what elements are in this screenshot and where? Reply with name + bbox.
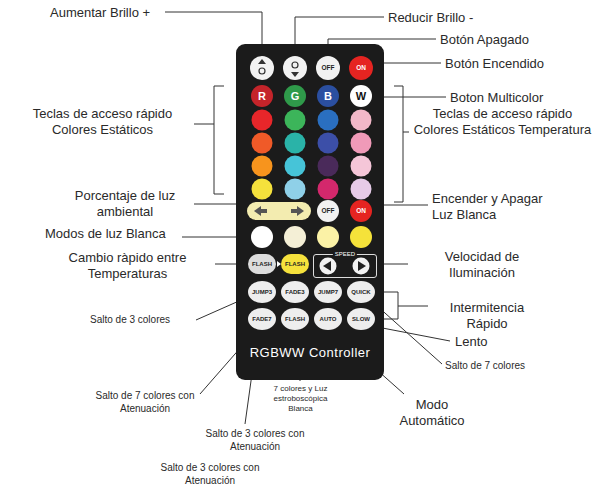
green-button: G	[284, 85, 306, 107]
fade-button: FADE3	[281, 281, 309, 303]
callout-label: Teclas de acceso rápido Colores Estático…	[410, 106, 595, 139]
button-text: JUMP7	[318, 289, 338, 295]
on-button: ON	[349, 56, 373, 80]
flash-button: FLASH	[248, 254, 276, 274]
brightness-down-button	[283, 56, 307, 80]
quick-button: QUICK	[347, 281, 375, 303]
callout-label: Botón Apagado	[440, 32, 590, 48]
callout-label: Aumentar Brillo +	[50, 5, 210, 21]
on-button: ON	[350, 200, 372, 222]
white-button: W	[350, 85, 372, 107]
callout-label: Modos de luz Blanca	[45, 226, 210, 242]
callout-label: Salto de 3 colores	[90, 314, 200, 327]
button-text: AUTO	[320, 316, 337, 322]
flash-button: FLASH	[281, 308, 309, 330]
callout-label: Cambio ràpido entre Temperaturas	[40, 250, 215, 283]
leader-line	[374, 63, 441, 64]
callout-label: Salto de 7 colores con Atenuación	[95, 390, 195, 415]
jump-button: JUMP7	[314, 281, 342, 303]
button-text: W	[356, 91, 366, 102]
button-text: FADE3	[285, 289, 304, 295]
button-text: OFF	[322, 65, 335, 72]
blue-button: B	[317, 85, 339, 107]
white-mode-buttons	[251, 226, 372, 248]
remote-body	[236, 44, 384, 380]
callout-label: Porcentaje de luz ambiental	[60, 188, 190, 221]
bracket	[394, 86, 409, 202]
callout-label: Salto de 3 colores con Atenuación	[205, 428, 305, 453]
leader-line	[380, 264, 408, 265]
callout-label: Encender y Apagar Luz Blanca	[432, 191, 557, 224]
callout-label: Boton Multicolor	[450, 90, 595, 106]
callout-label: Teclas de acceso rápido Colores Estático…	[15, 106, 190, 139]
button-text: FLASH	[285, 316, 305, 322]
callout-label: Botón Encendido	[445, 56, 595, 72]
brightness-up-button	[250, 56, 274, 80]
speed-frame: SPEED	[313, 254, 377, 278]
callout-label: Intermitencia Rápido	[432, 300, 542, 333]
button-text: SLOW	[352, 316, 370, 322]
button-text: OFF	[322, 208, 335, 215]
button-text: RGBWW Controller	[250, 345, 371, 360]
callout-label: Salto de 3 colores con Atenuación	[160, 462, 260, 487]
flash-button: FLASH	[281, 254, 309, 274]
jump-button: JUMP3	[248, 281, 276, 303]
callout-label: Lento	[455, 334, 515, 350]
remote-control: RGBWW Controller OFF ON R G B W OFF ON FLASH FLASH…	[236, 44, 384, 380]
ambient-percent-button	[247, 202, 311, 220]
button-text: ON	[356, 208, 366, 215]
off-button: OFF	[317, 200, 339, 222]
fade-button: FADE7	[248, 308, 276, 330]
speed-buttons	[320, 258, 370, 275]
color-buttons	[252, 110, 372, 200]
leader-line	[374, 97, 446, 98]
button-text: QUICK	[351, 289, 370, 295]
slow-button: SLOW	[347, 308, 375, 330]
button-text: ON	[356, 65, 366, 72]
auto-button: AUTO	[314, 308, 342, 330]
button-text: FLASH	[252, 261, 272, 267]
button-text: FADE7	[252, 316, 271, 322]
button-text: FLASH	[285, 261, 305, 267]
callout-label: Modo Automático	[392, 397, 472, 430]
callout-label: Reducir Brillo -	[388, 10, 538, 26]
callout-label: Salto de 7 colores	[445, 360, 565, 373]
button-text: JUMP3	[252, 289, 272, 295]
callout-label: 7 colores y Luz estroboscópica Blanca	[268, 384, 333, 414]
off-button: OFF	[316, 56, 340, 80]
button-text: G	[291, 91, 300, 102]
bracket	[194, 86, 224, 194]
button-text: R	[258, 91, 266, 102]
button-text: SPEED	[333, 250, 357, 258]
red-button: R	[251, 85, 273, 107]
callout-label: Velocidad de Iluminación	[412, 249, 552, 282]
button-text: B	[324, 91, 332, 102]
